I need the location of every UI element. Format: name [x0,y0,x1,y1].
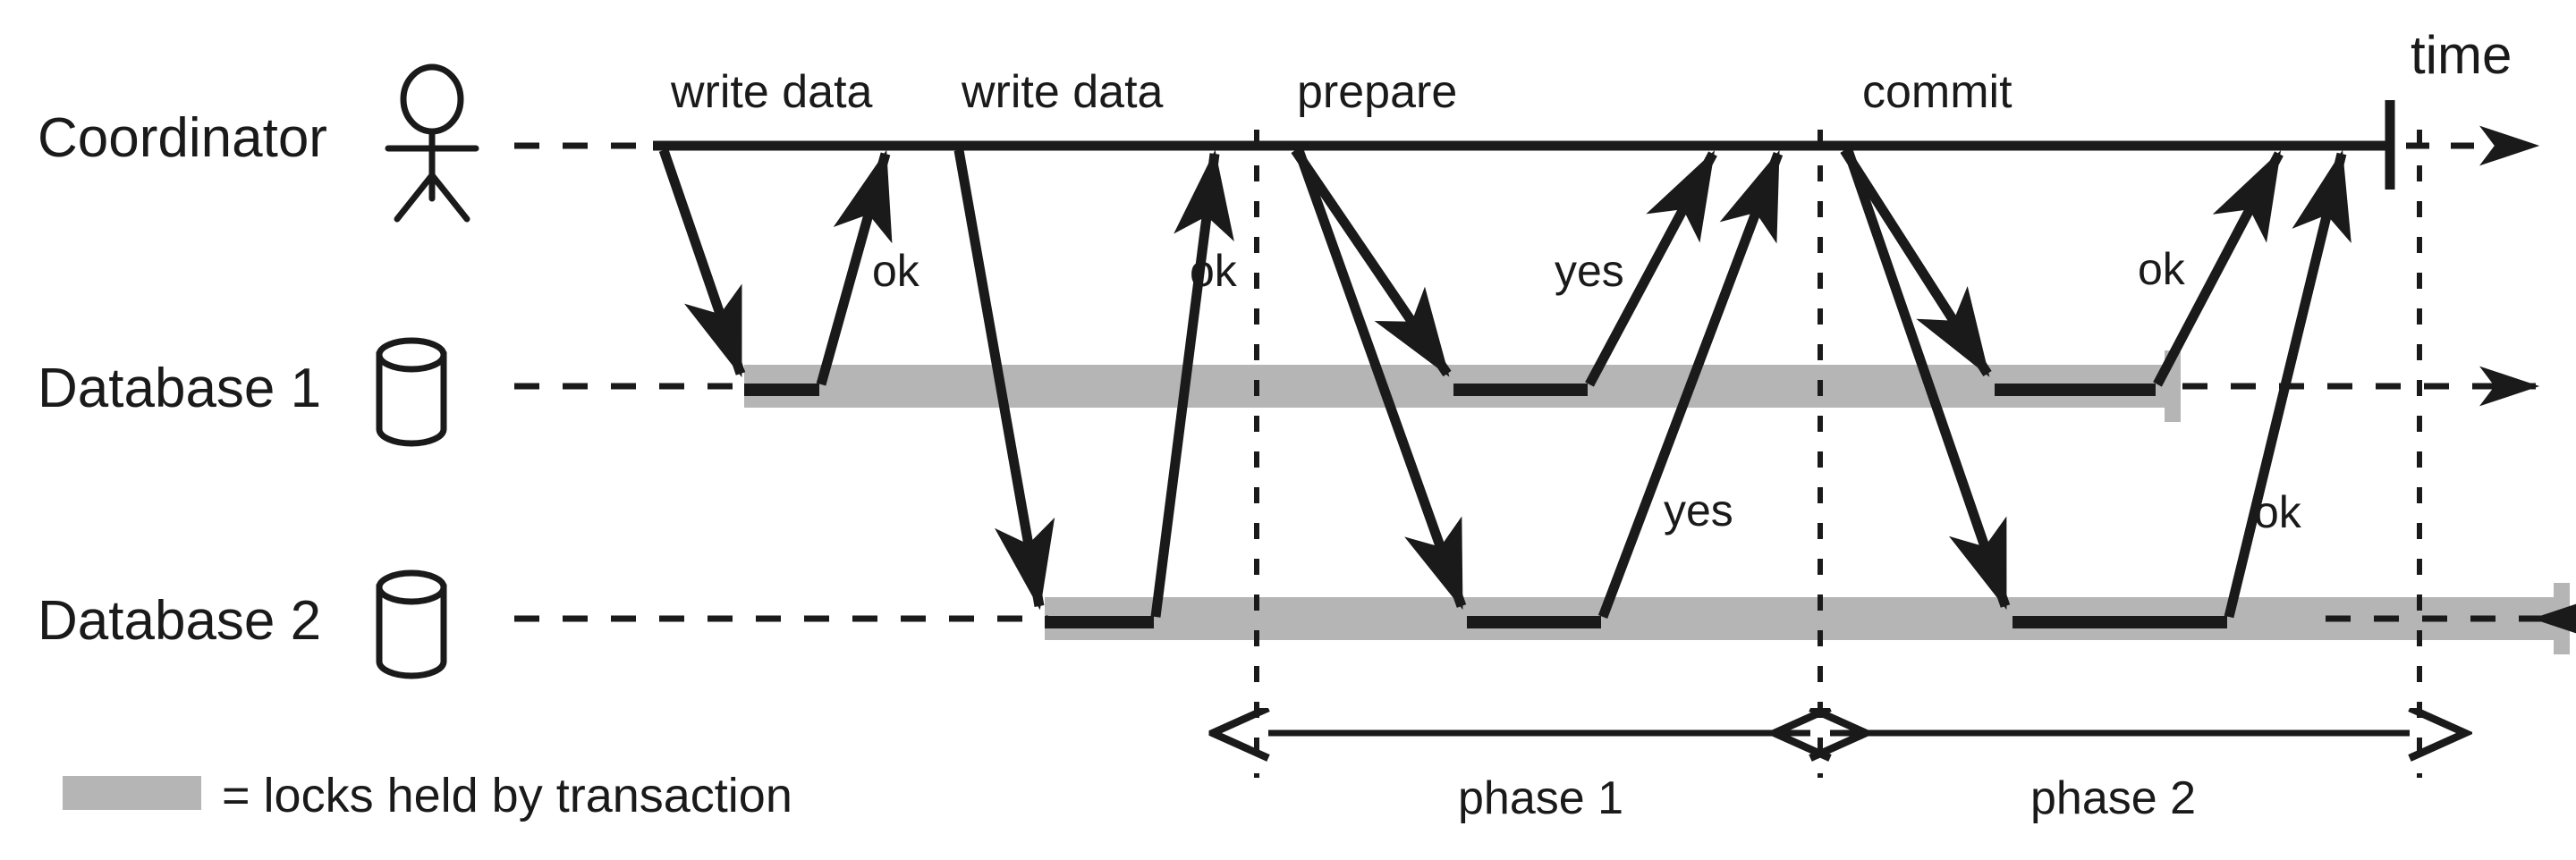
message-arrow-yes-db1[interactable] [1585,150,1717,387]
message-label-ok-1: ok [872,246,920,296]
message-label-write-data-2: write data [961,66,1164,118]
message-label-ok-2: ok [1190,246,1238,296]
message-arrow-ok-2[interactable] [1150,149,1234,618]
database-cylinder-icon-1 [376,337,447,447]
lane-label-database2: Database 2 [38,590,321,652]
legend-swatch-lock [63,776,201,810]
time-axis-label: time [2411,25,2512,85]
actor-stick-figure-icon [385,63,479,223]
message-arrow-ok-1[interactable] [816,149,893,386]
message-arrow-commit-db1[interactable] [1840,148,1992,377]
phase-2-label: phase 2 [2030,772,2196,824]
message-arrow-ok-db1-commit[interactable] [2153,150,2284,387]
message-arrow-write-data-2[interactable] [953,149,1055,611]
lane-label-database1: Database 1 [38,358,321,419]
message-arrow-prepare-db1[interactable] [1291,147,1452,377]
message-arrow-ok-db2-commit[interactable] [2224,149,2351,619]
lane-label-coordinator: Coordinator [38,107,327,169]
message-arrow-prepare-db2[interactable] [1293,148,1467,611]
phase-1-label: phase 1 [1458,772,1623,824]
legend-label-lock: = locks held by transaction [222,769,792,822]
message-label-ok-db2-commit: ok [2254,487,2302,537]
message-label-commit: commit [1862,66,2012,118]
message-arrow-commit-db2[interactable] [1843,148,2011,611]
database-cylinder-icon-2 [376,569,447,679]
message-arrow-yes-db2[interactable] [1597,149,1784,619]
message-label-prepare: prepare [1297,66,1457,118]
message-label-yes-db1: yes [1555,246,1624,296]
message-arrow-write-data-1[interactable] [658,148,746,378]
message-label-yes-db2: yes [1664,485,1733,535]
message-label-ok-db1-commit: ok [2138,244,2186,294]
message-label-write-data-1: write data [670,66,873,118]
lock-bar-database2 [1045,597,2565,640]
